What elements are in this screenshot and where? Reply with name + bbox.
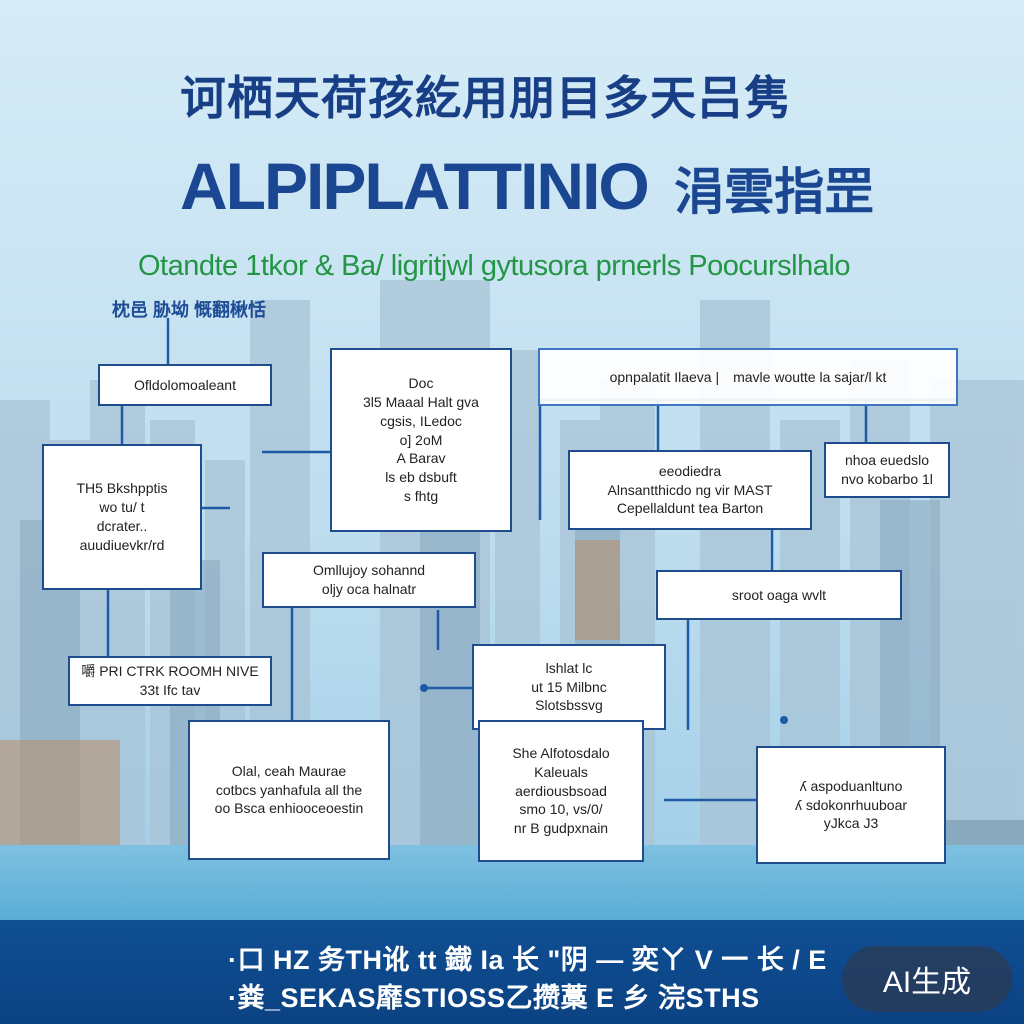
box-text: opnpalatit Ilaeva | (609, 368, 720, 385)
diagram-box-8: sroot oaga wvlt (656, 570, 902, 620)
diagram-box-3: opnpalatit Ilaeva | mavle woutte la saja… (538, 348, 958, 406)
box-text: Alnsantthicdo ng vir MAST (607, 481, 773, 498)
box-text: smo 10, vs/0/ (519, 801, 603, 818)
box-text: 3l5 Maaal Halt gva (363, 393, 479, 410)
box-text: yJkca J3 (823, 815, 879, 832)
box-text: nr B gudpxnain (513, 820, 609, 837)
footer-line-1: ·口 HZ 务TH讹 tt 鐡 Ia 长 "阴 — 奕ㄚ V 一 长 / E (228, 945, 827, 975)
box-text: Slotsbssvg (535, 697, 603, 714)
box-text: ʎ sdokonrhuuboar (794, 796, 908, 813)
box-text: oljy oca halnatr (321, 581, 417, 597)
diagram-box-2: Doc 3l5 Maaal Halt gva cgsis, ILedoc o] … (330, 348, 512, 532)
box-text: A Barav (396, 450, 446, 467)
box-text: ls eb dsbuft (385, 469, 457, 486)
box-text: Ofldolomoaleant (134, 376, 236, 393)
box-text: nhoa euedslo (844, 452, 930, 469)
box-text: oo Bsca enhiooceoestin (214, 800, 364, 817)
diagram-box-5: TH5 Bkshpptis wo tu/ t dcrater.. auudiue… (42, 444, 202, 590)
box-text: She Alfotosdalo (512, 744, 610, 761)
tagline: Otandte 1tkor & Ba/ ligritjwl gytusora p… (138, 250, 850, 282)
diagram-box-11: She Alfotosdalo Kaleuals aerdiousbsoad s… (478, 720, 644, 862)
box-text: Kaleuals (534, 763, 588, 780)
connector-node (780, 716, 788, 724)
section-label: 枕邑 胁坳 慨翻楸恬 (112, 300, 267, 320)
box-text: s fhtg (403, 488, 439, 505)
box-text: nvo kobarbo 1l (841, 471, 933, 487)
subtitle-latin: ALPIPLATTINIO (180, 149, 650, 223)
box-text: aerdiousbsoad (515, 782, 607, 799)
connector-node (420, 684, 428, 692)
box-text: Cepellaldunt tea Barton (616, 500, 764, 517)
box-text: wo tu/ t (99, 499, 145, 516)
subtitle-cjk: 涓雲指罡 (674, 164, 875, 220)
ai-generated-badge: AI生成 (842, 946, 1012, 1012)
footer-line-2: ·粪_SEKAS靡STIOSS乙攒藁 E 乡 浣STHS (228, 983, 760, 1013)
diagram-box-4: nhoa euedslo nvo kobarbo 1l (824, 442, 950, 498)
diagram-box-13: ʎ aspoduanltuno ʎ sdokonrhuuboar yJkca J… (756, 746, 946, 864)
box-text: o] 2oM (399, 431, 443, 448)
box-text: 嚼 PRI CTRK ROOMH NIVE (81, 663, 259, 680)
box-text: lshlat lc (545, 659, 593, 676)
box-text: Doc (408, 374, 434, 391)
subtitle: ALPIPLATTINIO 涓雲指罡 (180, 148, 880, 228)
box-text: ut 15 Milbnc (531, 678, 607, 695)
diagram-box-12: Olal, ceah Maurae cotbcs yanhafula all t… (188, 720, 390, 860)
box-text: TH5 Bkshpptis (76, 480, 168, 497)
diagram-box-10: lshlat lc ut 15 Milbnc Slotsbssvg (472, 644, 666, 730)
box-text: cotbcs yanhafula all the (215, 781, 363, 798)
box-text: eeodiedra (658, 462, 722, 479)
box-text: auudiuevkr/rd (79, 536, 165, 553)
diagram-box-9: 嚼 PRI CTRK ROOMH NIVE 33t Ifc tav (68, 656, 272, 706)
box-text: Omllujoy sohannd (312, 562, 426, 579)
box-text: 33t Ifc tav (139, 682, 201, 698)
box-text: Olal, ceah Maurae (231, 762, 347, 779)
diagram-box-7: Omllujoy sohannd oljy oca halnatr (262, 552, 476, 608)
box-text: cgsis, ILedoc (380, 412, 462, 429)
box-text: sroot oaga wvlt (731, 586, 827, 603)
diagram-box-1: Ofldolomoaleant (98, 364, 272, 406)
diagram-box-6: eeodiedra Alnsantthicdo ng vir MAST Cepe… (568, 450, 812, 530)
box-text: dcrater.. (96, 518, 148, 534)
box-text: ʎ aspoduanltuno (799, 777, 903, 794)
box-text: mavle woutte la sajar/l kt (733, 368, 887, 385)
main-title: 诃栖天荷孩紇用朋目多天吕隽 (180, 72, 791, 124)
